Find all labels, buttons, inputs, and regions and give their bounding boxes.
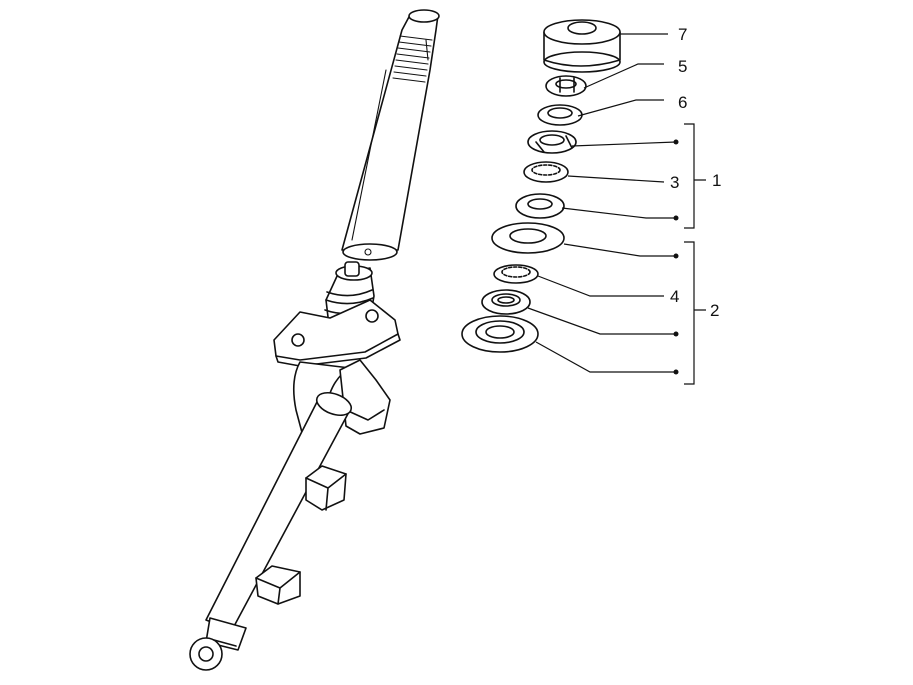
callout-7: 7 <box>678 25 687 44</box>
part-6-washer <box>537 104 583 126</box>
part-7-cap <box>543 19 621 73</box>
callout-3: 3 <box>670 173 679 192</box>
lower-arm <box>205 391 353 631</box>
part-4-lower-bearing <box>493 264 539 284</box>
part-2-lower-race <box>481 289 531 315</box>
part-1-lower-race <box>515 193 565 219</box>
mounting-plate <box>273 299 401 367</box>
leader-lines <box>527 33 679 375</box>
bracket-group-1 <box>684 123 706 229</box>
callout-2: 2 <box>710 301 719 320</box>
lower-eye <box>189 617 247 671</box>
part-1-upper-race <box>527 130 577 154</box>
part-3-upper-bearing <box>523 161 569 183</box>
callout-6: 6 <box>678 93 687 112</box>
bracket-group-2 <box>684 241 706 385</box>
steering-tube <box>341 9 440 261</box>
callout-4: 4 <box>670 287 679 306</box>
callout-5: 5 <box>678 57 687 76</box>
part-5-lock-washer <box>545 75 587 97</box>
part-2-lower-cup <box>461 315 539 353</box>
callout-1: 1 <box>712 171 721 190</box>
part-2-upper-cup <box>491 222 565 254</box>
